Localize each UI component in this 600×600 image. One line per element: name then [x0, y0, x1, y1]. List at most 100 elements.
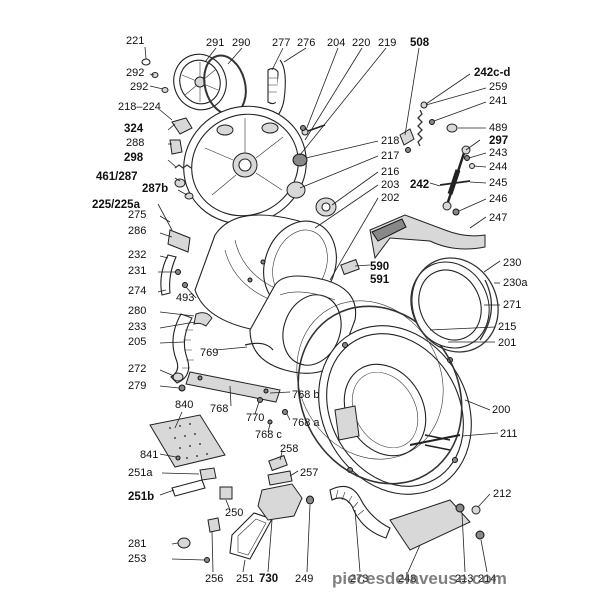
part-292-screw [151, 72, 159, 78]
parts-drawing [141, 53, 499, 563]
part-214-nut [475, 530, 485, 540]
part-768a-screw [282, 409, 288, 415]
part-label-256: 256 [205, 573, 223, 585]
part-label-245: 245 [489, 177, 507, 189]
part-label-220: 220 [352, 37, 370, 49]
part-242cd-spring [417, 109, 423, 147]
part-298-spring [174, 164, 192, 169]
part-label-493: 493 [176, 292, 194, 304]
part-288-part [169, 139, 183, 155]
part-201-gasket [297, 305, 463, 485]
part-256-clip [207, 517, 221, 533]
part-label-279: 279 [128, 380, 146, 392]
part-label-841: 841 [140, 449, 158, 461]
part-label-324: 324 [124, 123, 144, 135]
part-286-bracket [167, 229, 191, 253]
part-label-840: 840 [175, 399, 193, 411]
part-label-246: 246 [489, 193, 507, 205]
part-label-461-287: 461/287 [96, 171, 138, 183]
part-label-591: 591 [370, 274, 390, 286]
part-label-508: 508 [410, 37, 430, 49]
part-200-front-tub [318, 325, 472, 495]
part-label-291: 291 [206, 37, 224, 49]
part-251-gasket [229, 512, 273, 560]
part-label-241: 241 [489, 95, 507, 107]
part-730-pump [257, 483, 303, 521]
part-label-232: 232 [128, 249, 146, 261]
part-248-bracket [389, 499, 471, 551]
part-label-769: 769 [200, 347, 218, 359]
part-label-233: 233 [128, 321, 146, 333]
part-label-272: 272 [128, 363, 146, 375]
part-220-nut [300, 125, 306, 131]
part-label-768b: 768 b [292, 389, 320, 401]
part-287-washer [174, 178, 186, 188]
watermark: piecesdelaveuse.com [332, 569, 507, 588]
part-label-202: 202 [381, 192, 399, 204]
part-label-204: 204 [327, 37, 345, 49]
part-label-251: 251 [236, 573, 254, 585]
part-287b-washer [184, 192, 194, 200]
part-label-249: 249 [295, 573, 313, 585]
part-label-201: 201 [498, 337, 516, 349]
part-768c-screw [267, 419, 273, 425]
part-label-287b: 287b [142, 183, 168, 195]
part-493-screw [182, 282, 188, 288]
part-label-217: 217 [381, 150, 399, 162]
part-label-242c-d: 242c-d [474, 67, 510, 79]
part-label-258: 258 [280, 443, 298, 455]
part-216-inner [321, 202, 331, 212]
part-label-251a: 251a [128, 467, 153, 479]
part-245-bolt [439, 180, 471, 186]
part-label-231: 231 [128, 265, 146, 277]
part-label-489: 489 [489, 122, 507, 134]
part-label-230a: 230a [503, 277, 528, 289]
part-272-part [172, 372, 184, 382]
part-249-plug [306, 495, 314, 505]
part-label-242: 242 [410, 179, 429, 191]
part-label-730: 730 [259, 573, 278, 585]
part-243-nut [464, 155, 470, 161]
part-label-211: 211 [500, 428, 518, 440]
part-241-screw [429, 119, 435, 125]
part-253-screw [204, 557, 210, 563]
part-label-203: 203 [381, 179, 399, 191]
part-281-cap [177, 537, 191, 549]
part-label-288: 288 [126, 137, 144, 149]
part-label-216: 216 [381, 166, 399, 178]
part-label-214: 214 [478, 573, 496, 585]
part-label-248: 248 [398, 573, 416, 585]
part-246-nut [452, 208, 460, 216]
part-label-290: 290 [232, 37, 250, 49]
part-label-247: 247 [489, 212, 507, 224]
part-221-washer [141, 58, 151, 66]
part-218-seal [292, 153, 308, 167]
part-label-219: 219 [378, 37, 396, 49]
part-label-768a: 768 a [292, 417, 320, 429]
part-273-hose [329, 485, 391, 539]
part-841-screw [175, 455, 181, 461]
part-324-motor-part [171, 117, 193, 135]
part-tub-rear-shell [183, 105, 307, 225]
part-242-damper [442, 145, 471, 211]
part-label-768: 768 [210, 403, 228, 415]
part-label-205: 205 [128, 336, 146, 348]
part-label-277: 277 [272, 37, 290, 49]
part-258-bracket [268, 454, 288, 472]
part-250-part [219, 486, 233, 500]
part-label-280: 280 [128, 305, 146, 317]
part-292-screw-b [161, 87, 169, 93]
part-769-link [244, 342, 274, 351]
part-244-washer [469, 163, 475, 169]
part-277-spring [267, 67, 279, 105]
part-label-768c: 768 c [255, 429, 282, 441]
part-247-weight-shade [371, 218, 407, 242]
part-label-286: 286 [128, 225, 146, 237]
part-770-screw [257, 397, 263, 403]
part-label-218: 218 [381, 135, 399, 147]
part-label-250: 250 [225, 507, 243, 519]
part-768-crossbar [185, 371, 281, 403]
part-251b-handle [171, 479, 206, 497]
part-231-screw [175, 269, 181, 275]
part-label-213: 213 [455, 573, 473, 585]
